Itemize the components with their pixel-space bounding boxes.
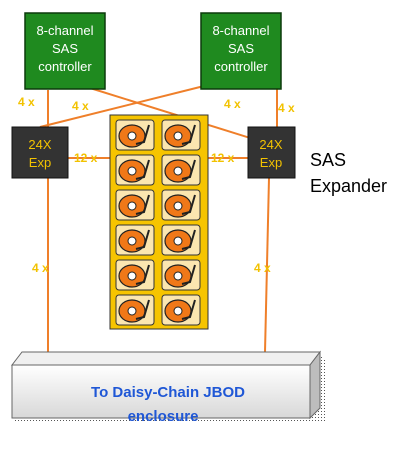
disk-drive-icon xyxy=(161,294,201,326)
sas-expander-left: 24X Exp xyxy=(11,126,69,179)
link-ctrl-right-to-exp-left xyxy=(39,83,213,128)
link-label-exp-left-to-disks: 12 x xyxy=(74,151,98,165)
disk-panel xyxy=(109,114,209,330)
sas-expander-caption: SAS Expander xyxy=(310,150,387,196)
disk-drive-icon xyxy=(161,224,201,256)
disk-drive-icon xyxy=(115,294,155,326)
controller-label-line1: 8-channel xyxy=(212,23,269,38)
link-labels: 4 x 4 x 4 x 4 x 12 x 12 x 4 x 4 x xyxy=(18,95,295,275)
controller-label-line2: SAS xyxy=(228,41,254,56)
controller-label-line1: 8-channel xyxy=(36,23,93,38)
link-label-exp-left-to-jbod: 4 x xyxy=(32,261,49,275)
controller-box xyxy=(200,12,282,90)
sas-controller-right: 8-channel SAS controller xyxy=(200,12,282,90)
disk-drive-icon xyxy=(161,154,201,186)
link-label-ctrl-right-down: 4 x xyxy=(278,101,295,115)
jbod-label-line1: To Daisy-Chain JBOD xyxy=(91,384,245,401)
sas-expander-caption-line2: Expander xyxy=(310,176,387,196)
jbod-front xyxy=(11,364,311,419)
jbod-top xyxy=(10,351,322,366)
link-label-ctrl-right-cross: 4 x xyxy=(224,97,241,111)
controller-label-line2: SAS xyxy=(52,41,78,56)
expander-label-line2: Exp xyxy=(260,155,282,170)
jbod-label-line2: enclosure xyxy=(128,408,199,425)
link-label-exp-right-to-jbod: 4 x xyxy=(254,261,271,275)
controller-label-line3: controller xyxy=(38,59,92,74)
disk-drive-icon xyxy=(161,259,201,291)
controller-label-line3: controller xyxy=(214,59,268,74)
disk-enclosure xyxy=(109,114,209,330)
expander-box xyxy=(11,126,69,179)
link-label-ctrl-left-cross: 4 x xyxy=(72,99,89,113)
jbod-enclosure: To Daisy-Chain JBOD enclosure xyxy=(10,350,327,425)
disk-drive-icon xyxy=(115,119,155,151)
disk-drive-icon xyxy=(161,119,201,151)
disk-drive-icon xyxy=(115,189,155,221)
connection-lines xyxy=(39,83,278,353)
sas-controller-left: 8-channel SAS controller xyxy=(24,12,106,90)
disk-drive-icon xyxy=(115,154,155,186)
link-label-ctrl-left-down: 4 x xyxy=(18,95,35,109)
link-exp-right-to-jbod xyxy=(264,177,270,353)
disk-drive-icon xyxy=(115,224,155,256)
controller-box xyxy=(24,12,106,90)
sas-expander-caption-line1: SAS xyxy=(310,150,346,170)
disk-grid xyxy=(115,119,201,326)
expander-label-line1: 24X xyxy=(28,137,51,152)
link-label-exp-right-to-disks: 12 x xyxy=(211,151,235,165)
expander-label-line2: Exp xyxy=(29,155,51,170)
disk-drive-icon xyxy=(161,189,201,221)
disk-drive-icon xyxy=(115,259,155,291)
sas-expander-right: 24X Exp xyxy=(247,126,296,179)
expander-box xyxy=(247,126,296,179)
expander-label-line1: 24X xyxy=(259,137,282,152)
